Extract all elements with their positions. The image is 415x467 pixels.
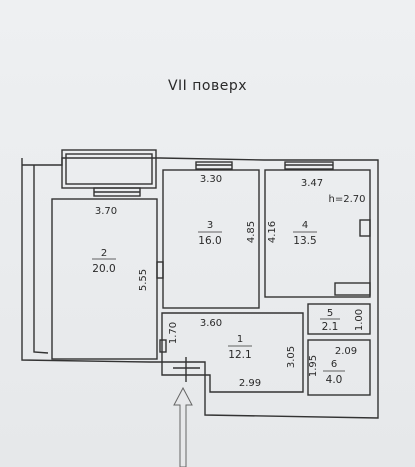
room-5-walls <box>307 303 371 335</box>
door-room-1 <box>159 339 167 353</box>
dim-room2-width: 3.70 <box>95 206 117 217</box>
room-1-walls <box>161 312 304 393</box>
dim-room4-width: 3.47 <box>301 178 323 189</box>
door-room-4 <box>359 219 371 237</box>
room-2-number: 2 <box>101 248 107 259</box>
room-2-area: 20.0 <box>92 263 115 275</box>
room-2-walls <box>51 198 158 360</box>
dim-room3-depth: 4.85 <box>246 221 257 243</box>
dim-room1-width-bottom: 2.99 <box>239 378 261 389</box>
entrance-arrow-icon <box>173 386 193 467</box>
counter-room-4 <box>334 282 371 296</box>
dim-room6-depth: 1.95 <box>308 355 319 377</box>
room-6-number: 6 <box>331 359 337 370</box>
room-3-walls <box>162 169 260 309</box>
room-5-area: 2.1 <box>322 321 339 333</box>
room-3-number: 3 <box>207 220 213 231</box>
balcony <box>61 149 157 189</box>
exterior-wall <box>21 157 379 419</box>
room-3-area: 16.0 <box>198 235 221 247</box>
dim-room3-width: 3.30 <box>200 174 222 185</box>
room-5-number: 5 <box>327 308 333 319</box>
inner-outline <box>33 165 49 354</box>
dim-room2-depth: 5.55 <box>138 269 149 291</box>
floor-title: VII поверх <box>167 78 248 94</box>
dim-room5-width: 1.00 <box>354 309 365 331</box>
door-room-2 <box>156 261 164 279</box>
room-1-area: 12.1 <box>228 349 251 361</box>
balcony-inner <box>65 153 153 185</box>
dim-room6-width: 2.09 <box>335 346 357 357</box>
room-6-area: 4.0 <box>326 374 343 386</box>
room-1-number: 1 <box>237 334 243 345</box>
dim-entrance-depth: 1.70 <box>168 322 179 344</box>
dim-room1-width-top: 3.60 <box>200 318 222 329</box>
room-4-area: 13.5 <box>293 235 316 247</box>
dim-room1-depth: 3.05 <box>286 346 297 368</box>
room-4-number: 4 <box>302 220 308 231</box>
room-6-walls <box>307 339 371 396</box>
dim-room4-depth: 4.16 <box>267 221 278 243</box>
ceiling-height: h=2.70 <box>329 194 366 205</box>
room-4-walls <box>264 169 371 298</box>
